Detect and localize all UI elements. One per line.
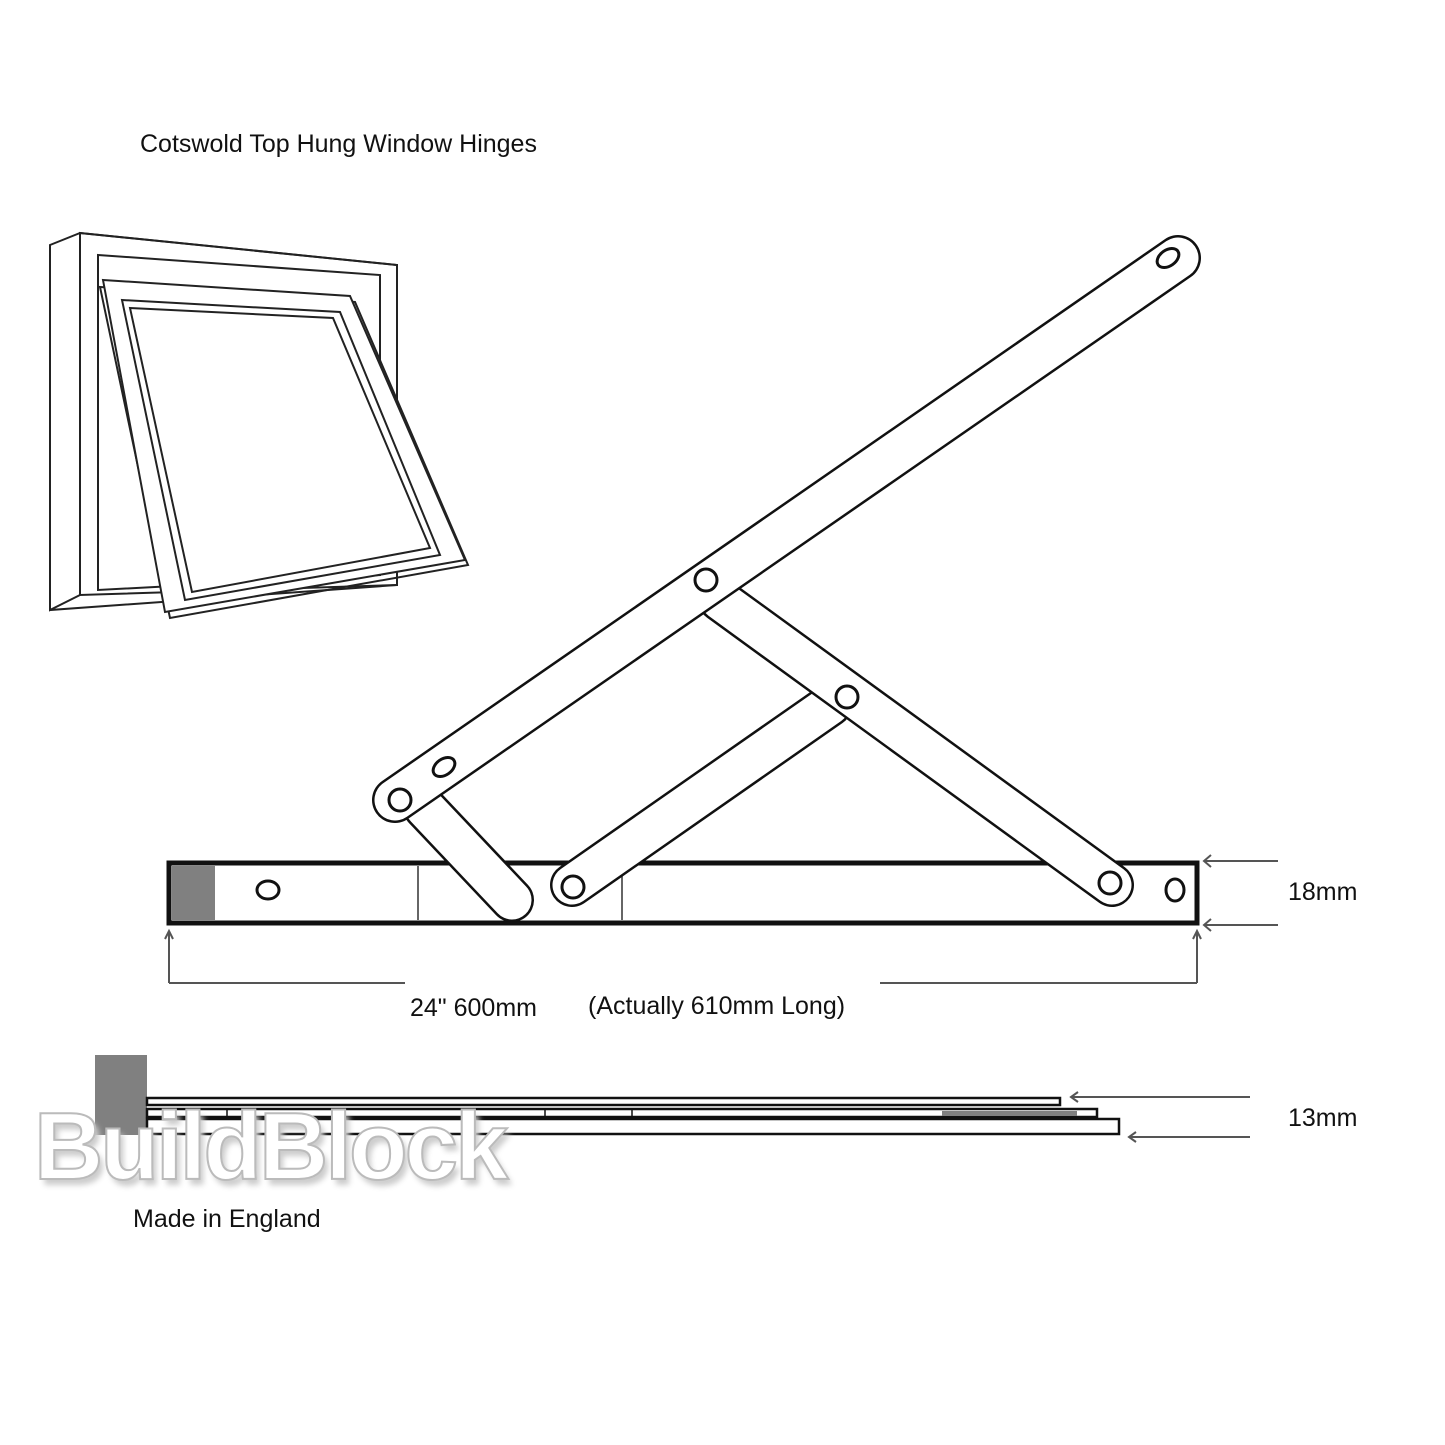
window-icon [49, 231, 470, 620]
diagram-title: Cotswold Top Hung Window Hinges [140, 130, 537, 158]
dimension-lines [164, 854, 1278, 1143]
height-dimension-label: 18mm [1288, 878, 1358, 906]
hinge-arms [372, 235, 1201, 922]
length-dimension-label: 24" 600mm [410, 994, 537, 1022]
hinge-side-view [95, 1055, 1121, 1136]
thickness-dimension-label: 13mm [1288, 1104, 1358, 1132]
buildblock-watermark: BuildBlock [33, 1092, 509, 1201]
hinge-base-bar [166, 860, 1200, 926]
origin-label: Made in England [133, 1205, 321, 1233]
length-note-label: (Actually 610mm Long) [588, 992, 846, 1020]
